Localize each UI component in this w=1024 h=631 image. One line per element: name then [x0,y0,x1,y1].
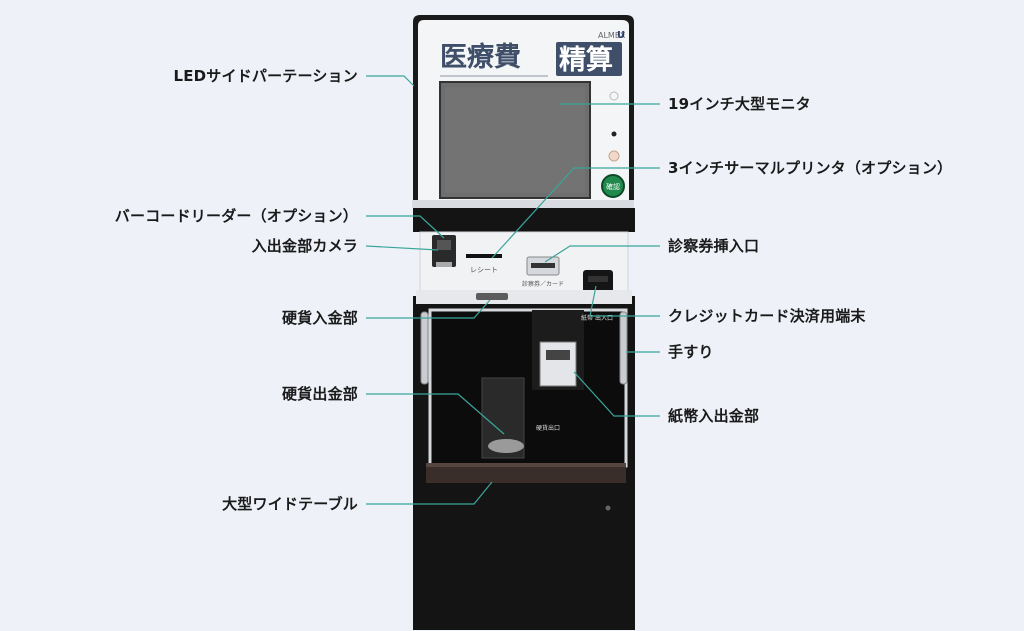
camera-icon [436,262,452,267]
confirm-button[interactable] [601,174,625,198]
screen-title-left: 医療費 [440,42,521,73]
monitor-housing: 医療費 精算 ALMEX U 確認 [412,15,634,208]
handrail-left [420,311,429,385]
label-thermal-printer: 3インチサーマルプリンタ（オプション） [668,159,953,177]
indicator-dot [611,131,617,137]
leader-camera [365,245,439,251]
leader-barcode [366,215,445,239]
label-credit-terminal: クレジットカード決済用端末 [668,307,866,325]
label-barcode-reader: バーコードリーダー（オプション） [114,207,358,225]
leader-table [366,481,493,505]
label-bill-io: 紙幣入出金部 [668,407,760,425]
speaker-icon [608,150,620,162]
confirm-button-label: 確認 [606,182,620,191]
receipt-slot [466,254,502,258]
middle-panel: レシート 診察券／カード [413,208,635,301]
label-card-slot: 診察券挿入口 [668,237,760,255]
label-handrail: 手すり [668,343,714,361]
lower-body: 紙幣 出入口 硬貨出口 [413,290,635,630]
brand-u-mark: U [617,30,625,41]
leader-led [366,75,415,87]
label-coin-output: 硬貨出金部 [281,385,358,403]
bill-io [539,341,577,387]
coin-input [476,293,508,300]
wide-table [426,463,626,483]
receipt-label: レシート [470,266,498,274]
leader-credit [589,285,660,317]
label-coin-input: 硬貨入金部 [281,309,358,327]
leader-coin-out [366,393,505,435]
label-led-side-partition: LEDサイドパーテーション [173,67,358,85]
sensor-icon [609,91,619,101]
bill-io-label: 紙幣 出入口 [581,314,613,322]
screen-title-right: 精算 [559,44,613,76]
leader-bill [573,371,660,417]
brand-mark: ALMEX [598,31,626,40]
leader-cardslot [544,245,660,263]
card-slot-label: 診察券／カード [522,280,564,288]
coin-out-label: 硬貨出口 [536,424,560,432]
leader-lines [365,75,660,505]
label-cash-camera: 入出金部カメラ [251,237,358,255]
screen-title-box [556,42,622,76]
coin-output-tray [488,439,524,453]
leader-coin-in [366,299,491,319]
leader-printer [491,167,660,259]
handrail-right [619,311,628,385]
label-wide-table: 大型ワイドテーブル [222,495,358,513]
label-monitor: 19インチ大型モニタ [668,95,811,113]
